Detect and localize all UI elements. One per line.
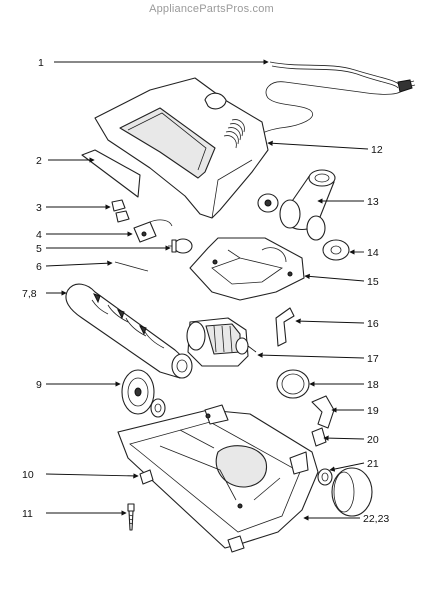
wheel-part [121, 369, 166, 418]
callout-22-23: 22,23 [363, 513, 389, 525]
latch-part [311, 395, 335, 429]
bracket-part [275, 307, 295, 347]
pedal-part [311, 427, 327, 447]
callout-1: 1 [38, 57, 44, 69]
leader-lines [45, 59, 369, 521]
rear-wheel-part [331, 467, 373, 517]
callout-14: 14 [367, 247, 379, 259]
base-housing-part [117, 404, 319, 553]
power-cord-part [255, 61, 416, 139]
main-housing-part [94, 77, 269, 219]
callout-21: 21 [367, 458, 379, 470]
callout-20: 20 [367, 434, 379, 446]
callout-5: 5 [36, 243, 42, 255]
switch-part [133, 219, 173, 243]
callout-19: 19 [367, 405, 379, 417]
light-bulb-part [168, 238, 193, 254]
callout-4: 4 [36, 229, 42, 241]
washer-part [322, 239, 350, 261]
fan-housing-part [279, 169, 336, 241]
foot-part [139, 469, 154, 485]
callout-7-8: 7,8 [22, 288, 37, 300]
motor-part [186, 317, 257, 367]
callout-labels: 1 2 3 4 5 6 7,8 9 10 11 12 13 14 15 16 1… [22, 57, 389, 525]
callout-18: 18 [367, 379, 379, 391]
callout-10: 10 [22, 469, 34, 481]
small-washer-part [317, 468, 333, 486]
vent-grille [223, 119, 245, 149]
callout-13: 13 [367, 196, 379, 208]
callout-12: 12 [371, 144, 383, 156]
callout-15: 15 [367, 276, 379, 288]
callout-9: 9 [36, 379, 42, 391]
belt-ring-part [276, 369, 310, 399]
baseplate-part [189, 237, 305, 301]
wire-part [114, 261, 149, 272]
seal-ring-part [257, 193, 279, 213]
brush-roll-part [65, 283, 193, 379]
callout-11: 11 [22, 508, 33, 520]
callout-2: 2 [36, 155, 42, 167]
callout-16: 16 [367, 318, 379, 330]
callout-17: 17 [367, 353, 379, 365]
screw-part [127, 503, 135, 531]
callout-3: 3 [36, 202, 42, 214]
clip-pair-part [111, 199, 130, 223]
watermark: AppliancePartsPros.com [149, 3, 274, 15]
bumper-strip-part [81, 149, 141, 198]
callout-6: 6 [36, 261, 42, 273]
